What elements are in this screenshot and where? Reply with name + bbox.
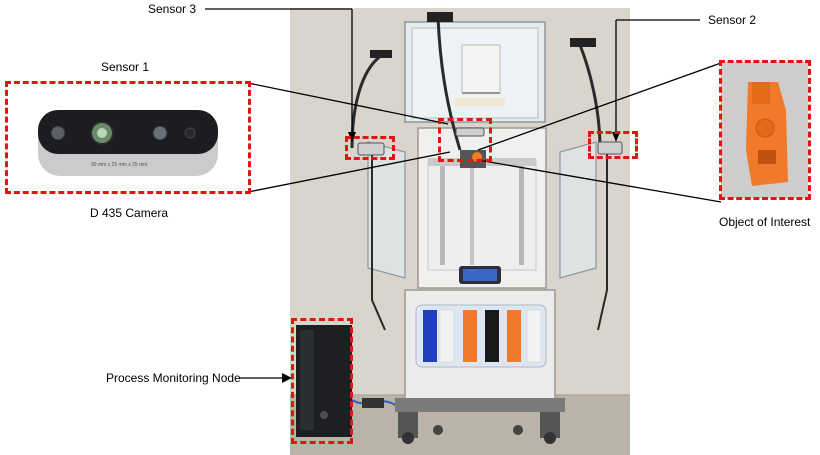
leader-object-bottom <box>477 159 722 203</box>
d435-camera-inset <box>6 82 249 192</box>
callout-box-sensor2 <box>588 131 638 159</box>
label-process-monitoring-node: Process Monitoring Node <box>106 371 241 385</box>
arrowhead-node <box>282 373 292 383</box>
label-object-of-interest: Object of Interest <box>719 215 811 229</box>
callout-box-process-node <box>291 318 353 444</box>
callout-box-sensor3 <box>345 136 395 160</box>
camera-dims-text: 90 mm x 25 mm x 25 mm <box>91 162 148 168</box>
callout-box-sensor1 <box>438 118 492 162</box>
label-sensor2: Sensor 2 <box>708 13 757 27</box>
callout-box-d435-camera <box>5 81 251 194</box>
object-of-interest-inset <box>721 62 808 198</box>
leader-lines <box>205 8 722 379</box>
label-camera: D 435 Camera <box>90 206 169 220</box>
label-sensor1: Sensor 1 <box>101 60 150 74</box>
leader-object-top <box>477 62 722 151</box>
arrowhead-sensor2 <box>612 132 620 142</box>
leader-camera-bottom <box>247 151 451 193</box>
label-sensor3: Sensor 3 <box>148 2 197 16</box>
leader-camera-top <box>247 82 449 125</box>
callout-box-object-of-interest <box>719 60 811 200</box>
